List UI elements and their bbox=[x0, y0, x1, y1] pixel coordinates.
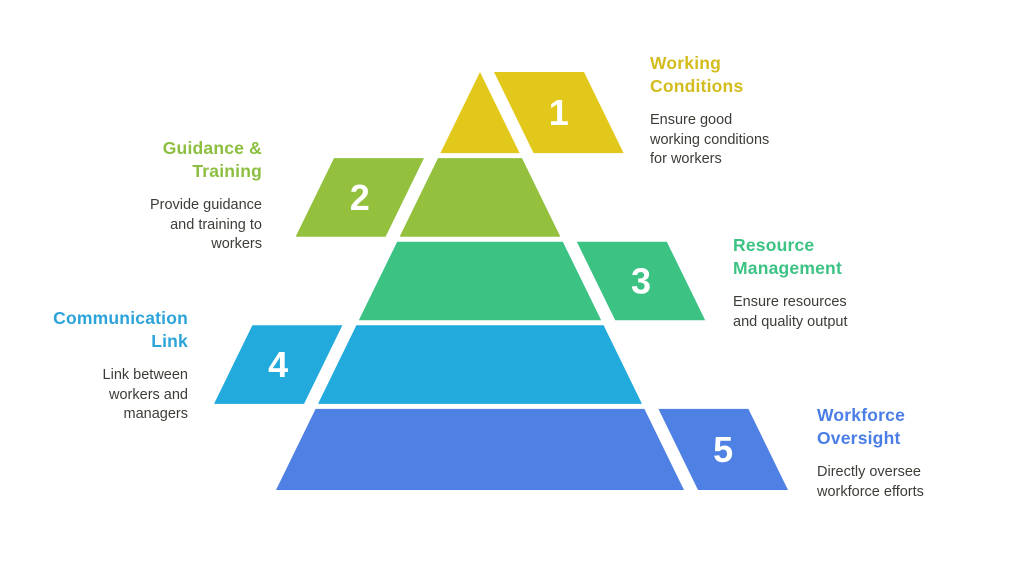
level-3-heading: Resource Management bbox=[733, 235, 842, 278]
level-5-heading: Workforce Oversight bbox=[817, 405, 906, 448]
pyramid-tab-1 bbox=[494, 72, 624, 154]
tab-number-1: 1 bbox=[549, 92, 569, 133]
level-5-description: Directly oversee workforce efforts bbox=[817, 464, 924, 500]
level-2-description: Provide guidance and training to workers bbox=[149, 197, 262, 252]
level-4-heading: Communication Link bbox=[53, 308, 188, 351]
pyramid-band-4 bbox=[318, 325, 642, 404]
tab-number-3: 3 bbox=[631, 261, 651, 302]
level-1-description: Ensure good working conditions for worke… bbox=[650, 112, 770, 167]
pyramid-tab-4 bbox=[214, 325, 343, 404]
pyramid-band-1 bbox=[440, 72, 520, 154]
pyramid-band-2 bbox=[399, 158, 561, 237]
level-4-label: Communication Link Link between workers … bbox=[8, 307, 188, 425]
pyramid-tab-2 bbox=[295, 158, 424, 237]
tab-number-2: 2 bbox=[350, 177, 370, 218]
tab-number-4: 4 bbox=[268, 344, 288, 385]
level-4-description: Link between workers and managers bbox=[102, 367, 188, 422]
tab-number-5: 5 bbox=[713, 429, 733, 470]
level-1-label: Working Conditions Ensure good working c… bbox=[650, 52, 850, 170]
level-3-label: Resource Management Ensure resources and… bbox=[733, 234, 933, 332]
level-5-label: Workforce Oversight Directly oversee wor… bbox=[817, 404, 997, 502]
level-1-heading: Working Conditions bbox=[650, 53, 744, 96]
pyramid-tab-5 bbox=[658, 408, 788, 490]
pyramid-tab-3 bbox=[576, 241, 706, 321]
pyramid-band-3 bbox=[358, 241, 602, 321]
level-2-label: Guidance & Training Provide guidance and… bbox=[62, 137, 262, 255]
pyramid-band-5 bbox=[276, 408, 684, 490]
level-2-heading: Guidance & Training bbox=[162, 138, 262, 181]
level-3-description: Ensure resources and quality output bbox=[733, 294, 848, 330]
